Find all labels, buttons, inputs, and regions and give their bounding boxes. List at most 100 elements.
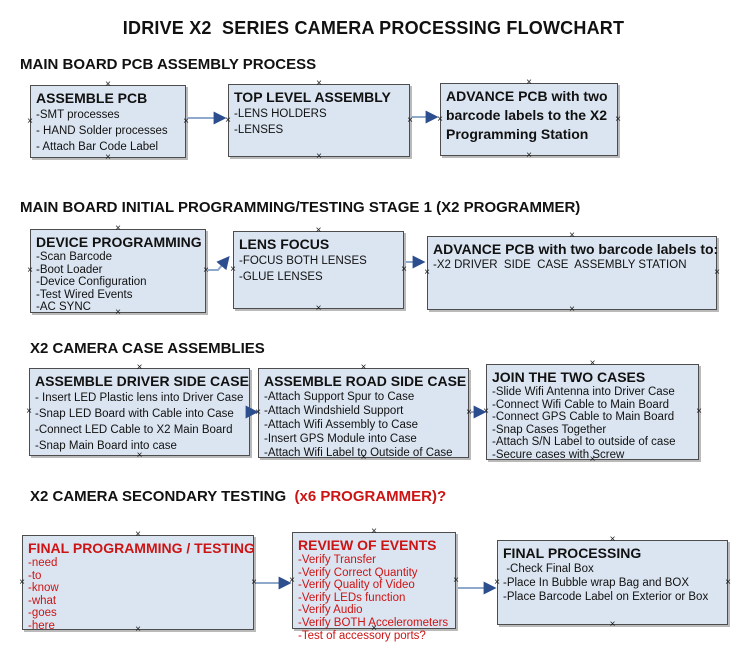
box-item: -Attach S/N Label to outside of case <box>492 436 676 449</box>
box-item: -Check Final Box <box>503 563 594 575</box>
box-item: -FOCUS BOTH LENSES <box>239 255 367 267</box>
connector-handle-icon: × <box>407 114 413 126</box>
connector-handle-icon: × <box>725 576 731 588</box>
box-title: TOP LEVEL ASSEMBLY <box>234 89 391 105</box>
box-item: - Attach Bar Code Label <box>36 141 159 153</box>
box-item: -LENSES <box>234 124 284 136</box>
connector-handle-icon: × <box>360 362 367 373</box>
box-item: -goes <box>28 607 57 620</box>
box-item: - Insert LED Plastic lens into Driver Ca… <box>35 392 244 404</box>
section-heading-red-suffix: (x6 PROGRAMMER)? <box>290 488 447 505</box>
box-item: -Scan Barcode <box>36 251 113 263</box>
box-item: -Verify Audio <box>298 604 363 617</box>
box-item: -Place Barcode Label on Exterior or Box <box>503 591 709 603</box>
section-heading-pcb-assembly: MAIN BOARD PCB ASSEMBLY PROCESS <box>20 56 317 73</box>
connector-handle-icon: × <box>251 576 257 588</box>
box-item: -Slide Wifi Antenna into Driver Case <box>492 386 675 398</box>
connector-handle-icon: × <box>453 574 459 586</box>
connector-handle-icon: × <box>696 406 702 417</box>
box-item: -Secure cases with Screw <box>492 448 625 461</box>
box-item: -Attach Windshield Support <box>264 405 404 417</box>
flow-box-advance-pcb-case-assembly[interactable]: × × × × ADVANCE PCB with two barcode lab… <box>424 231 720 315</box>
box-title: ASSEMBLE ROAD SIDE CASE <box>264 373 467 389</box>
connector-handle-icon: × <box>589 358 596 369</box>
connector-handle-icon: × <box>526 77 532 88</box>
box-item: -Verify BOTH Accelerometers <box>298 616 449 629</box>
connector-handle-icon: × <box>569 304 575 315</box>
connector-handle-icon: × <box>183 115 189 127</box>
flow-box-final-processing[interactable]: × × × × FINAL PROCESSING -Check Final Bo… <box>494 535 731 630</box>
connector-handle-icon: × <box>714 267 720 278</box>
box-item: -Insert GPS Module into Case <box>264 433 417 445</box>
box-item: - HAND Solder processes <box>36 125 168 137</box>
connector-handle-icon: × <box>615 113 621 125</box>
connector-handle-icon: × <box>105 152 111 163</box>
connector-handle-icon: × <box>27 265 33 276</box>
box-item: -know <box>28 582 59 595</box>
box-title: FINAL PROCESSING <box>503 545 642 561</box>
box-title: LENS FOCUS <box>239 236 330 252</box>
box-item: -Device Configuration <box>36 276 147 289</box>
flow-box-assemble-driver-side-case[interactable]: × × × × ASSEMBLE DRIVER SIDE CASE - Inse… <box>26 363 253 461</box>
flow-box-assemble-pcb[interactable]: × × × × ASSEMBLE PCB -SMT processes - HA… <box>27 80 189 163</box>
connector-handle-icon: × <box>494 576 500 588</box>
box-item: -Verify Quality of Video <box>298 579 415 592</box>
connector-handle-icon: × <box>225 114 231 126</box>
box-title: ASSEMBLE PCB <box>36 90 148 106</box>
flow-box-join-the-two-cases[interactable]: × × × × JOIN THE TWO CASES -Slide Wifi A… <box>483 359 702 465</box>
box-item: -Attach Wifi Label to Outside of Case <box>264 447 453 459</box>
connector-handle-icon: × <box>289 574 295 586</box>
box-item: -what <box>28 594 57 607</box>
connector-handle-icon: × <box>230 264 236 275</box>
section-heading-secondary-testing: X2 CAMERA SECONDARY TESTING (x6 PROGRAMM… <box>30 488 446 505</box>
connector-handle-icon: × <box>26 406 32 417</box>
connector-handle-icon: × <box>424 267 430 278</box>
flow-box-advance-pcb-programming-station[interactable]: × × × × ADVANCE PCB with two barcode lab… <box>437 78 621 161</box>
flow-box-lens-focus[interactable]: × × × × LENS FOCUS -FOCUS BOTH LENSES -G… <box>230 226 407 314</box>
box-item: -Snap Main Board into case <box>35 440 177 452</box>
box-title: ASSEMBLE DRIVER SIDE CASE <box>35 373 249 389</box>
connector-handle-icon: × <box>526 150 532 161</box>
box-title: REVIEW OF EVENTS <box>298 537 437 553</box>
box-item: -here <box>28 619 55 632</box>
connector-handle-icon: × <box>255 407 261 418</box>
connector-handle-icon: × <box>315 303 322 314</box>
box-item: -X2 DRIVER SIDE CASE ASSEMBLY STATION <box>433 259 687 271</box>
box-title: DEVICE PROGRAMMING <box>36 234 202 250</box>
box-title: JOIN THE TWO CASES <box>492 369 646 385</box>
box-item: -GLUE LENSES <box>239 271 323 283</box>
connector-handle-icon: × <box>466 407 472 418</box>
connector-handle-icon: × <box>483 406 489 417</box>
flow-box-top-level-assembly[interactable]: × × × × TOP LEVEL ASSEMBLY -LENS HOLDERS… <box>225 79 413 162</box>
connector-handle-icon: × <box>437 113 443 125</box>
box-title: ADVANCE PCB with two barcode labels to: <box>433 241 719 257</box>
box-item: -Attach Support Spur to Case <box>264 391 415 403</box>
flow-box-review-of-events[interactable]: × × × × REVIEW OF EVENTS -Verify Transfe… <box>289 527 459 642</box>
connector-handle-icon: × <box>371 526 377 537</box>
box-item: -Verify LEDs function <box>298 591 406 604</box>
box-title: FINAL PROGRAMMING / TESTING <box>28 540 255 556</box>
box-item: -Place In Bubble wrap Bag and BOX <box>503 577 690 589</box>
box-item: -Test Wired Events <box>36 288 133 301</box>
connector-handle-icon: × <box>569 230 575 241</box>
box-item: -Snap Cases Together <box>492 423 607 436</box>
connector-handle-icon: × <box>19 576 25 588</box>
section-heading-case-assemblies: X2 CAMERA CASE ASSEMBLIES <box>30 340 265 357</box>
connector-handle-icon: × <box>315 225 322 236</box>
connector-handle-icon: × <box>401 264 407 275</box>
connector-handle-icon: × <box>27 115 33 127</box>
flow-box-device-programming[interactable]: × × × × DEVICE PROGRAMMING -Scan Barcode… <box>27 224 209 318</box>
connector-handle-icon: × <box>203 265 209 276</box>
box-item: -AC SYNC <box>36 301 91 314</box>
flow-arrow <box>207 256 230 271</box>
box-item: -Snap LED Board with Cable into Case <box>35 408 234 420</box>
connector-handle-icon: × <box>316 78 322 89</box>
connector-handle-icon: × <box>135 529 141 540</box>
section-heading-initial-programming: MAIN BOARD INITIAL PROGRAMMING/TESTING S… <box>20 199 581 216</box>
flow-box-final-programming-testing[interactable]: × × × × FINAL PROGRAMMING / TESTING -nee… <box>19 530 257 635</box>
connector-handle-icon: × <box>316 151 322 162</box>
box-item: -LENS HOLDERS <box>234 108 327 120</box>
box-item: -Boot Loader <box>36 263 103 276</box>
box-item: -Verify Transfer <box>298 554 376 566</box>
flow-box-assemble-road-side-case[interactable]: × × × × ASSEMBLE ROAD SIDE CASE -Attach … <box>255 363 472 463</box>
